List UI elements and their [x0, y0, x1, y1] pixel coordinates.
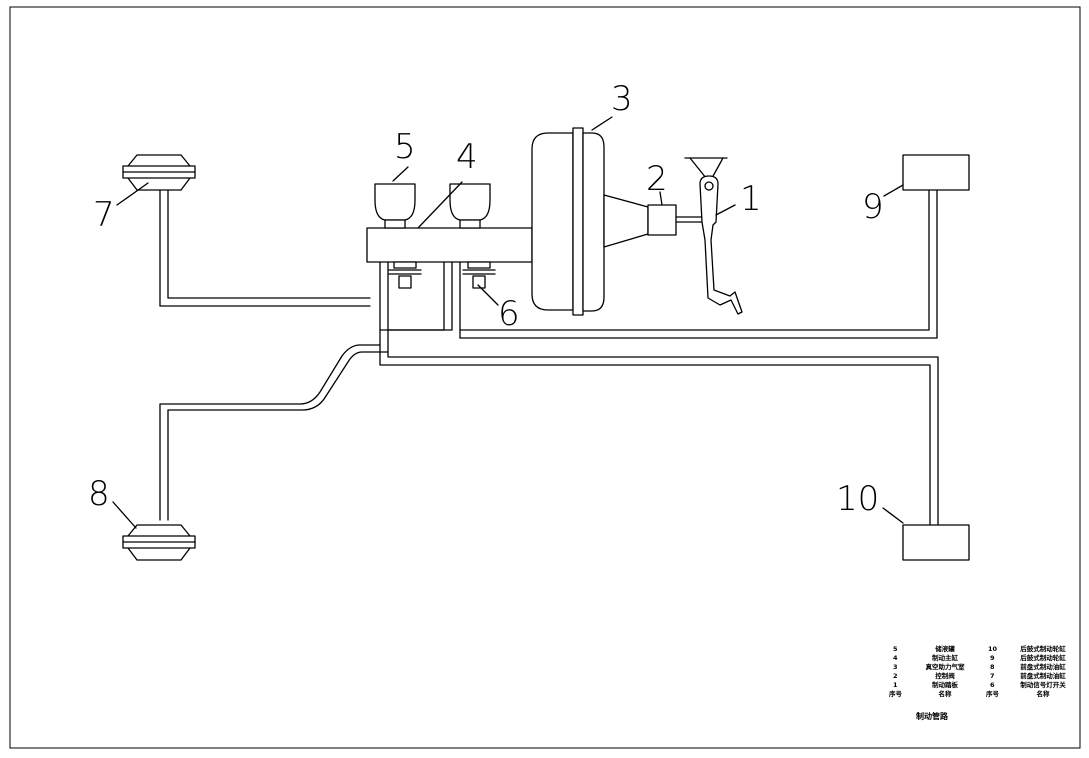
svg-text:5: 5 — [893, 645, 898, 653]
parts-list-row-4: 2 控制阀 7 前盘式制动油缸 — [893, 671, 1066, 680]
svg-text:9: 9 — [990, 654, 995, 662]
svg-text:制动踏板: 制动踏板 — [932, 680, 959, 689]
callout-5: 5 — [394, 127, 416, 167]
front-caliper-7 — [122, 154, 196, 191]
parts-list-header: 序号 名称 序号 名称 — [888, 689, 1050, 698]
title-block: 5 储液罐 10 后鼓式制动轮缸 4 制动主缸 9 后鼓式制动轮缸 3 真空助力… — [888, 644, 1066, 721]
svg-text:储液罐: 储液罐 — [934, 644, 955, 653]
callout-9: 9 — [862, 187, 884, 227]
svg-text:序号: 序号 — [985, 689, 1000, 698]
master-cylinder — [366, 227, 533, 289]
callout-7: 7 — [93, 195, 115, 235]
callout-1: 1 — [740, 179, 762, 219]
callout-10: 10 — [836, 479, 879, 519]
svg-text:前盘式制动油缸: 前盘式制动油缸 — [1020, 662, 1066, 671]
svg-text:3: 3 — [893, 663, 898, 671]
callout-6: 6 — [498, 294, 520, 334]
svg-text:10: 10 — [988, 645, 998, 653]
callout-numbers: 1 2 3 4 5 6 7 8 9 10 — [88, 79, 884, 519]
parts-list-row-2: 4 制动主缸 9 后鼓式制动轮缸 — [893, 653, 1066, 662]
front-caliper-8 — [122, 524, 196, 561]
parts-list-row-3: 3 真空助力气室 8 前盘式制动油缸 — [893, 662, 1066, 671]
drawing-frame — [9, 6, 1081, 749]
svg-text:制动信号灯开关: 制动信号灯开关 — [1020, 680, 1066, 689]
callout-4: 4 — [456, 137, 478, 177]
svg-text:1: 1 — [893, 681, 898, 689]
rear-wheel-cylinder-10 — [902, 524, 970, 561]
brake-pedal — [684, 157, 743, 315]
callout-3: 3 — [611, 79, 633, 119]
svg-text:前盘式制动油缸: 前盘式制动油缸 — [1020, 671, 1066, 680]
parts-list-row-5: 1 制动踏板 6 制动信号灯开关 — [893, 680, 1066, 689]
svg-text:后鼓式制动轮缸: 后鼓式制动轮缸 — [1020, 653, 1066, 662]
callout-2: 2 — [646, 159, 668, 199]
svg-text:控制阀: 控制阀 — [935, 671, 955, 680]
svg-text:后鼓式制动轮缸: 后鼓式制动轮缸 — [1020, 644, 1066, 653]
parts-list-row-1: 5 储液罐 10 后鼓式制动轮缸 — [893, 644, 1066, 653]
brake-lines — [159, 187, 939, 529]
svg-text:真空助力气室: 真空助力气室 — [926, 662, 966, 671]
callout-8: 8 — [88, 474, 110, 514]
rear-wheel-cylinder-9 — [902, 154, 970, 191]
svg-text:4: 4 — [893, 654, 898, 662]
svg-text:名称: 名称 — [939, 689, 953, 698]
svg-text:2: 2 — [893, 672, 898, 680]
svg-text:7: 7 — [990, 672, 995, 680]
vacuum-booster — [531, 127, 649, 316]
svg-text:6: 6 — [990, 681, 995, 689]
svg-text:序号: 序号 — [888, 689, 903, 698]
fluid-reservoirs — [374, 183, 491, 229]
drawing-title: 制动管路 — [916, 711, 949, 721]
svg-text:8: 8 — [990, 663, 995, 671]
svg-text:制动主缸: 制动主缸 — [932, 653, 959, 662]
leader-lines — [112, 116, 904, 529]
svg-text:名称: 名称 — [1037, 689, 1051, 698]
